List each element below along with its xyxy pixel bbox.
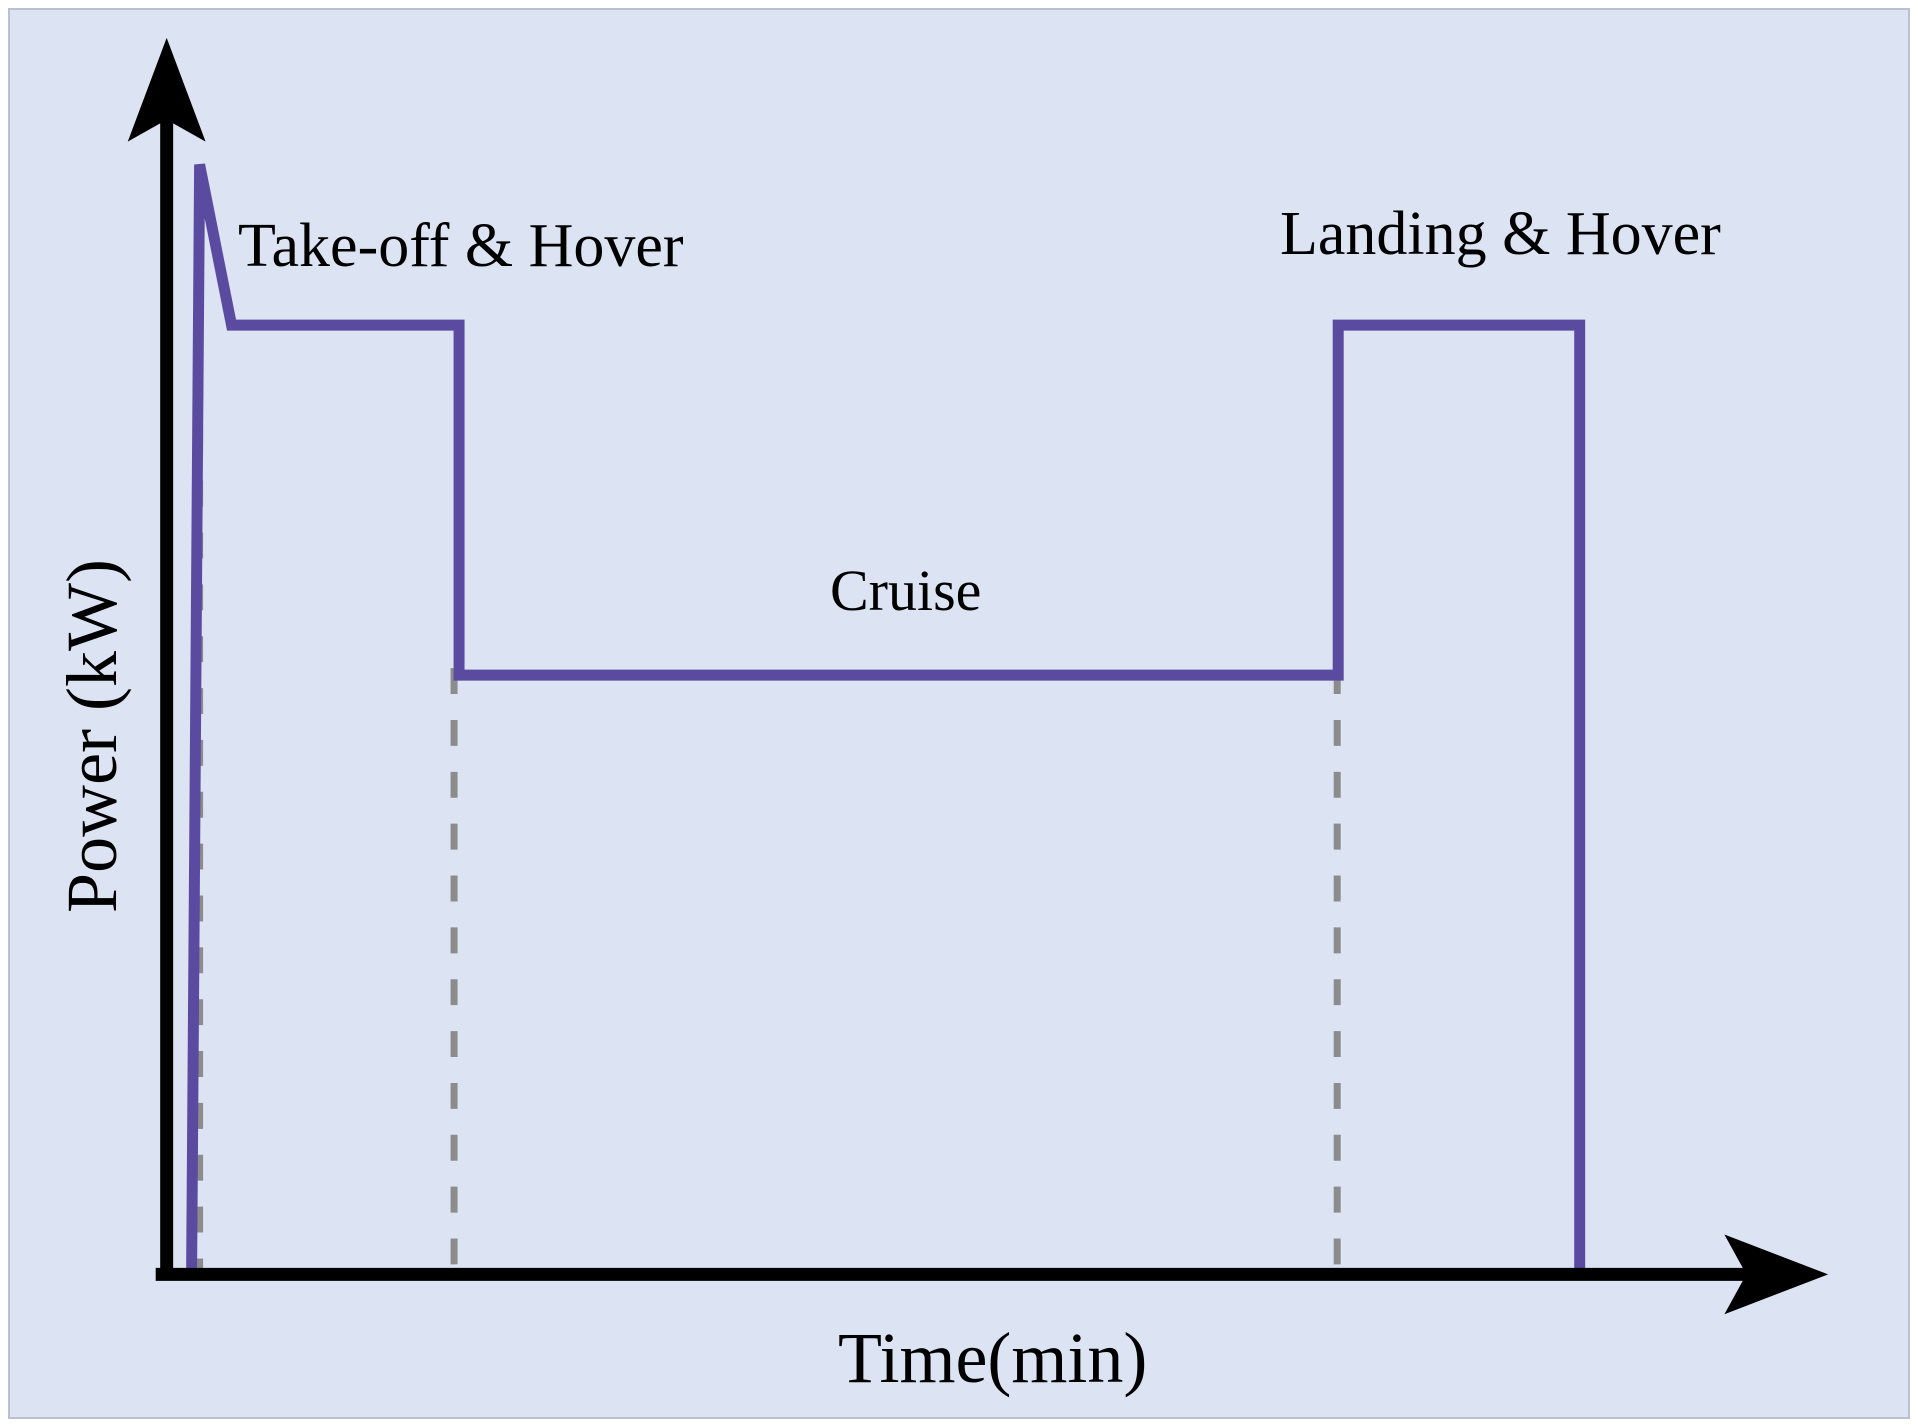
annotation-take-off-hover: Take-off & Hover bbox=[238, 212, 684, 280]
annotation-landing-hover: Landing & Hover bbox=[1280, 200, 1721, 268]
power-time-line-chart bbox=[127, 37, 1829, 1315]
x-axis-arrowhead bbox=[1724, 1234, 1829, 1315]
x-axis bbox=[155, 1234, 1829, 1315]
power-demand-curve bbox=[186, 163, 1586, 1277]
x-axis-label: Time(min) bbox=[838, 1318, 1148, 1398]
y-axis bbox=[127, 37, 206, 1269]
power-profile-figure: Take-off & Hover Landing & Hover Cruise … bbox=[8, 8, 1910, 1419]
annotation-cruise: Cruise bbox=[830, 558, 982, 623]
y-axis-arrowhead bbox=[127, 37, 206, 142]
phase-marker-lines bbox=[196, 169, 1341, 1269]
y-axis-label: Power (kW) bbox=[52, 559, 132, 913]
